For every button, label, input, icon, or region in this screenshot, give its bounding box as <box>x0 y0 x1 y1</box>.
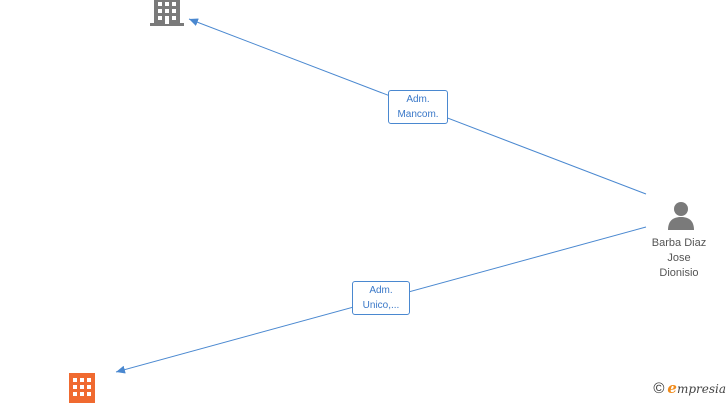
person-node[interactable] <box>666 200 696 230</box>
copyright-icon: © <box>653 379 665 397</box>
edge-label-line: Adm. <box>369 285 393 296</box>
edge-label-adm-mancom[interactable]: Adm. Mancom. <box>388 90 448 124</box>
person-name[interactable]: Barba Diaz Jose Dionisio <box>634 236 724 281</box>
brand-rest: mpresia <box>676 382 726 396</box>
edge-label-line: Adm. <box>406 94 430 105</box>
person-name-line: Jose <box>667 252 691 264</box>
edge-label-line: Mancom. <box>397 109 439 120</box>
company-node-top[interactable] <box>150 0 184 26</box>
brand-initial: e <box>667 379 677 397</box>
edge-label-adm-unico[interactable]: Adm. Unico,... <box>352 281 410 315</box>
company-node-bottom[interactable] <box>66 373 98 403</box>
person-icon <box>668 202 694 230</box>
person-name-line: Barba Diaz <box>651 237 707 249</box>
person-name-line: Dionisio <box>659 267 699 279</box>
brand-watermark: © empresia <box>653 379 726 398</box>
building-icon <box>69 373 95 403</box>
building-icon <box>150 0 184 26</box>
brand-logo: empresia <box>667 379 726 398</box>
edge-label-line: Unico,... <box>362 300 400 311</box>
